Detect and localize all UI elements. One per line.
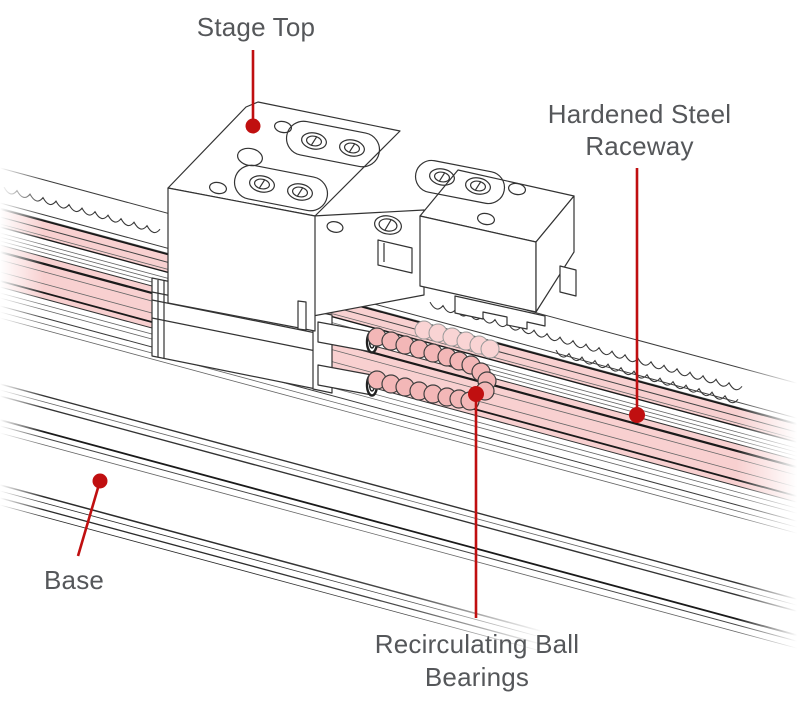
label-recirculating-ball-bearings: Recirculating Ball Bearings (352, 628, 602, 694)
recirculating-balls-back (414, 320, 500, 359)
callout-line-base (76, 480, 102, 557)
callout-dot-raceway (629, 407, 645, 423)
left-edge-fade (0, 140, 44, 630)
carriage-assembly (151, 101, 577, 397)
label-hardened-steel-raceway: Hardened Steel Raceway (532, 98, 747, 162)
stage-top-block (167, 101, 401, 332)
belt-clamp-notch (377, 239, 413, 274)
ball-bearing (480, 339, 500, 359)
label-hardened-steel-line1: Hardened Steel (547, 99, 732, 129)
callout-dot-stage-top (245, 118, 261, 134)
label-stage-top: Stage Top (156, 11, 356, 43)
label-bearings-line2: Bearings (424, 662, 530, 692)
callout-dot-bearings (468, 386, 484, 402)
belt-clamp-plate (454, 295, 546, 330)
label-base-text: Base (44, 565, 105, 595)
label-bearings-line1: Recirculating Ball (374, 629, 580, 659)
clamp-screw (374, 215, 402, 235)
label-base: Base (44, 564, 134, 596)
carriage-block-right (414, 159, 577, 313)
label-hardened-steel-line2: Raceway (585, 131, 694, 161)
label-stage-top-text: Stage Top (196, 12, 316, 42)
right-edge-fade (736, 240, 800, 680)
callouts (76, 50, 645, 618)
callout-dot-base (92, 473, 108, 489)
